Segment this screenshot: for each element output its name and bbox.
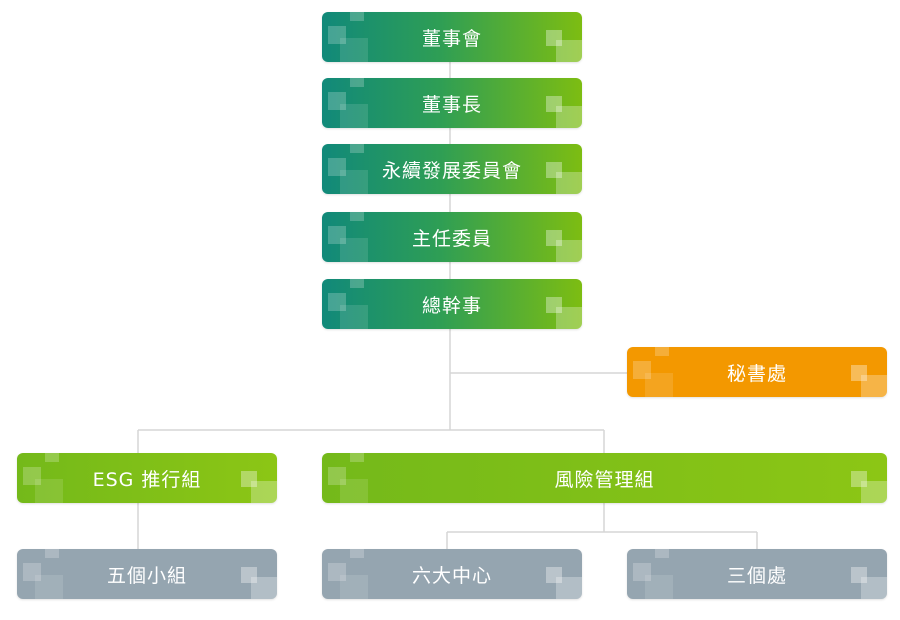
node-board-label: 董事會 <box>421 27 482 50</box>
node-six-centers: 六大中心 <box>322 549 582 599</box>
node-five-teams-label: 五個小組 <box>106 564 187 587</box>
node-sustainability-committee-label: 永續發展委員會 <box>381 159 522 182</box>
node-executive-secretary-label: 總幹事 <box>421 294 482 317</box>
node-chairman-label: 董事長 <box>421 93 482 116</box>
node-risk-management-group-label: 風險管理組 <box>554 468 655 491</box>
node-sustainability-committee: 永續發展委員會 <box>322 144 582 194</box>
node-executive-secretary: 總幹事 <box>322 279 582 329</box>
node-risk-management-group: 風險管理組 <box>322 453 887 503</box>
node-board: 董事會 <box>322 12 582 62</box>
node-six-centers-label: 六大中心 <box>411 564 492 587</box>
node-three-offices-label: 三個處 <box>726 564 787 587</box>
node-secretariat-label: 秘書處 <box>726 362 787 385</box>
node-secretariat: 秘書處 <box>627 347 887 397</box>
node-five-teams: 五個小組 <box>17 549 277 599</box>
node-three-offices: 三個處 <box>627 549 887 599</box>
node-esg-promotion-group: ESG 推行組 <box>17 453 277 503</box>
node-esg-promotion-group-label: ESG 推行組 <box>92 468 202 491</box>
node-chairman: 董事長 <box>322 78 582 128</box>
node-chief-commissioner-label: 主任委員 <box>411 227 492 250</box>
node-chief-commissioner: 主任委員 <box>322 212 582 262</box>
